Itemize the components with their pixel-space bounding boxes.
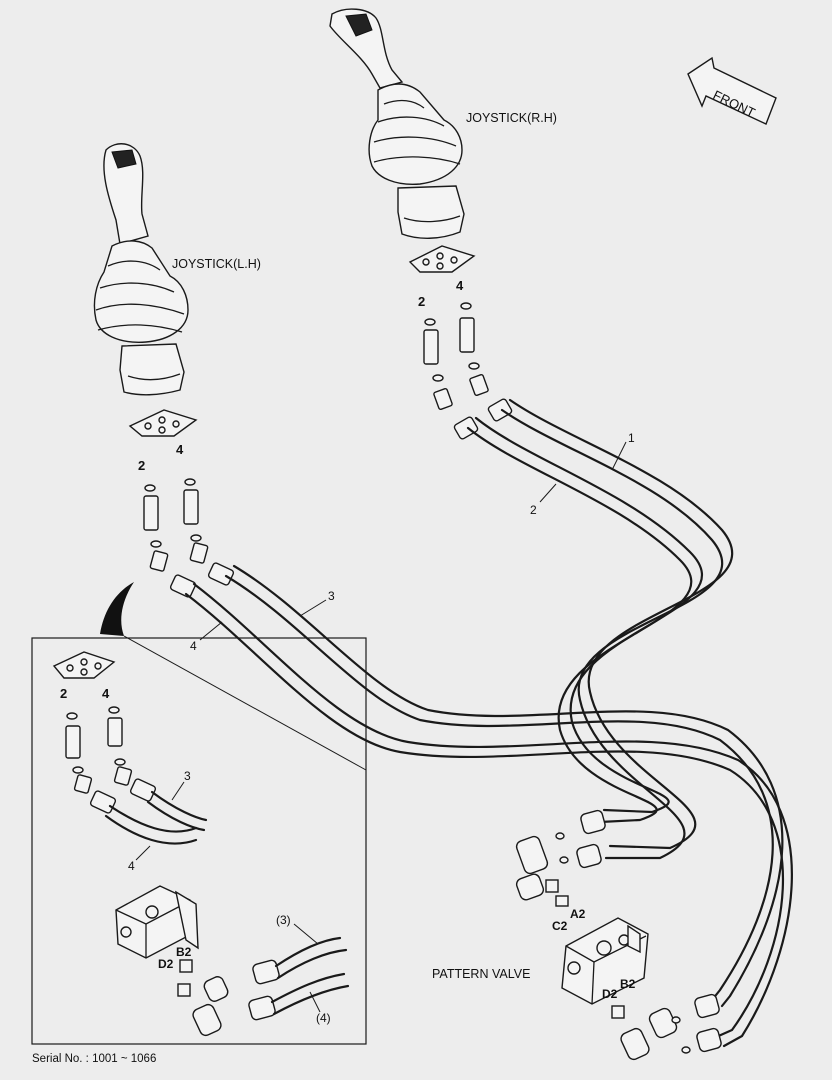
port-label-b2: B2 [620, 977, 636, 991]
inset-hose-callout-3: 3 [184, 769, 191, 783]
inset-port-callout-4: 4 [102, 686, 110, 701]
hose-callout-4: 4 [190, 639, 197, 653]
hose-callout-1: 1 [628, 431, 635, 445]
hoses [184, 398, 793, 1048]
hose-callout-2: 2 [530, 503, 537, 517]
front-arrow: FRONT [687, 56, 777, 125]
inset-hose-callout-4: 4 [128, 859, 135, 873]
joystick-lh-label: JOYSTICK(L.H) [172, 257, 261, 271]
inset-port-callout-2: 2 [60, 686, 67, 701]
lh-port-callout-4: 4 [176, 442, 184, 457]
rh-fittings [423, 302, 513, 440]
port-label-c2: C2 [552, 919, 568, 933]
joystick-rh [329, 8, 476, 273]
inset-detail [31, 582, 367, 1045]
inset-ref-callout-3: (3) [276, 913, 291, 927]
port-label-d2: D2 [602, 987, 618, 1001]
inset-port-label-d2: D2 [158, 957, 174, 971]
lh-port-callout-2: 2 [138, 458, 145, 473]
port-label-a2: A2 [570, 907, 586, 921]
joystick-lh [93, 143, 198, 437]
rh-port-callout-2: 2 [418, 294, 425, 309]
pattern-valve [515, 809, 722, 1061]
hose-callout-3: 3 [328, 589, 335, 603]
serial-number: Serial No. : 1001 ~ 1066 [32, 1053, 156, 1065]
pattern-valve-label: PATTERN VALVE [432, 967, 530, 981]
lh-fittings [143, 478, 235, 598]
inset-ref-callout-4: (4) [316, 1011, 331, 1025]
rh-port-callout-4: 4 [456, 278, 464, 293]
inset-port-label-b2: B2 [176, 945, 192, 959]
joystick-rh-label: JOYSTICK(R.H) [466, 111, 557, 125]
